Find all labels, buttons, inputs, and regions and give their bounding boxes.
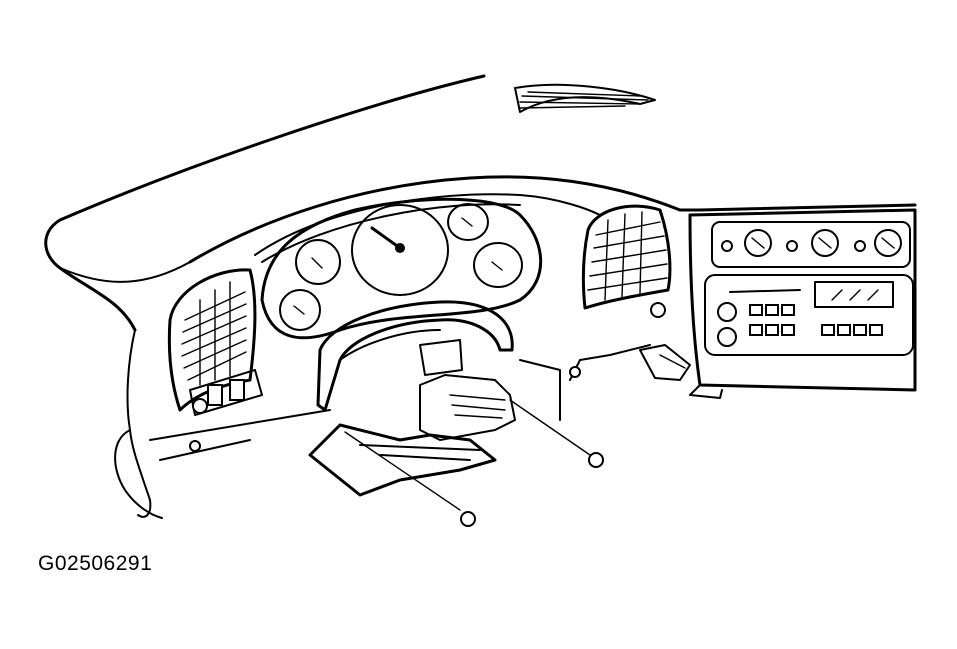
radio-panel (704, 274, 914, 356)
screw-left (460, 511, 476, 527)
figure-id-label: G02506291 (38, 552, 153, 575)
dash-face (188, 175, 917, 264)
right-bracket (639, 344, 691, 381)
tune-knob (717, 327, 737, 347)
preset-buttons (749, 304, 883, 336)
fuel-gauge (447, 203, 489, 241)
steering-column-shroud (316, 300, 514, 412)
volume-knob (717, 302, 737, 322)
mounting-screws (189, 366, 604, 527)
lower-trim (308, 374, 516, 497)
temp-gauge (473, 242, 523, 288)
center-air-vent (581, 204, 672, 318)
center-stack (688, 208, 917, 399)
speedometer-gauge (351, 204, 449, 296)
hvac-control-panel (711, 221, 911, 268)
oil-gauge (279, 289, 321, 331)
radio-display (814, 281, 894, 308)
defroster-grille (514, 83, 656, 113)
dash-top-pad (44, 74, 486, 518)
headlight-switch-panel (189, 369, 263, 416)
tachometer-gauge (295, 239, 341, 285)
screw-right (588, 452, 604, 468)
left-air-vent (167, 268, 257, 412)
